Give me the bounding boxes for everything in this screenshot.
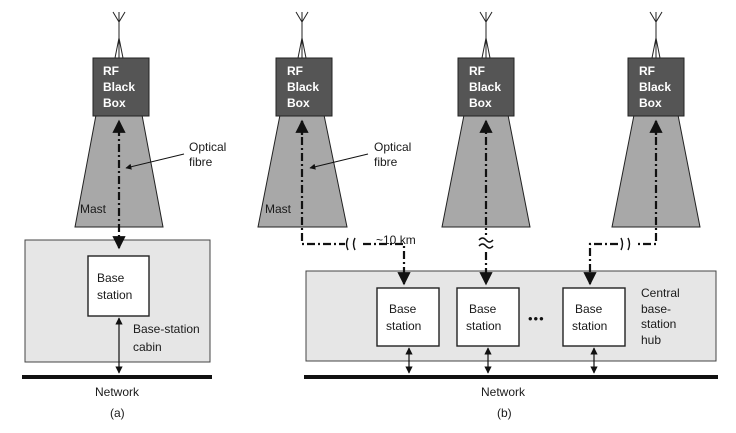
- base-station-label-1: Base: [469, 302, 497, 316]
- optical-label-1: Optical: [374, 140, 411, 154]
- rf-box-label-3: Box: [287, 96, 310, 110]
- base-station-label-2: station: [572, 319, 607, 333]
- optical-pointer: [309, 153, 369, 170]
- rf-box-label-3: Box: [469, 96, 492, 110]
- rf-box-label-1: RF: [103, 64, 119, 78]
- optical-fibre-routes: [300, 119, 658, 286]
- caption-a: (a): [110, 406, 125, 420]
- network-bar: [22, 375, 212, 379]
- hub-label-1: Central: [641, 286, 680, 300]
- base-station-label-2: station: [97, 288, 132, 302]
- base-station: [376, 287, 440, 347]
- distance-label: ~10 km: [376, 233, 416, 247]
- base-station-label-1: Base: [389, 302, 417, 316]
- optical-label-1: Optical: [189, 140, 226, 154]
- antenna-icon: [479, 11, 493, 59]
- caption-b: (b): [497, 406, 512, 420]
- base-station: [87, 255, 150, 317]
- cabin-label-1: Base-station: [133, 322, 200, 336]
- base-station-label-2: station: [386, 319, 421, 333]
- network-bar: [304, 375, 718, 379]
- antenna-icon: [295, 11, 309, 59]
- optical-label-2: fibre: [374, 155, 398, 169]
- base-station-label-2: station: [466, 319, 501, 333]
- mast-label: Mast: [80, 202, 107, 216]
- rf-black-box: [457, 57, 515, 117]
- antenna-icon: [112, 11, 126, 59]
- hub-label-2: base-: [641, 302, 671, 316]
- hub-label-4: hub: [641, 333, 661, 347]
- optical-label-2: fibre: [189, 155, 213, 169]
- ellipsis: •••: [528, 311, 545, 326]
- rf-box-label-1: RF: [469, 64, 485, 78]
- rf-box-label-1: RF: [287, 64, 303, 78]
- network-label: Network: [481, 385, 526, 399]
- mast-label: Mast: [265, 202, 292, 216]
- rf-box-label-2: Black: [103, 80, 135, 94]
- cabin-label-2: cabin: [133, 340, 162, 354]
- rf-box-label-2: Black: [639, 80, 671, 94]
- antenna-icon: [649, 11, 663, 59]
- hub-label-3: station: [641, 317, 676, 331]
- optical-pointer: [125, 153, 185, 170]
- rf-box-label-2: Black: [469, 80, 501, 94]
- break-mark: [345, 237, 631, 251]
- rf-box-label-3: Box: [103, 96, 126, 110]
- rf-black-box: [275, 57, 333, 117]
- base-station-label-1: Base: [575, 302, 603, 316]
- rf-black-box: [92, 57, 150, 117]
- base-station: [562, 287, 626, 347]
- rf-black-box: [627, 57, 685, 117]
- rf-box-label-3: Box: [639, 96, 662, 110]
- panel-b: RF Black Box Mast Optical fibre RF Black…: [257, 11, 718, 420]
- base-station: [456, 287, 520, 347]
- rf-box-label-2: Black: [287, 80, 319, 94]
- base-station-label-1: Base: [97, 271, 125, 285]
- rf-box-label-1: RF: [639, 64, 655, 78]
- network-label: Network: [95, 385, 140, 399]
- panel-a: RF Black Box Base station Base-station c…: [22, 11, 226, 420]
